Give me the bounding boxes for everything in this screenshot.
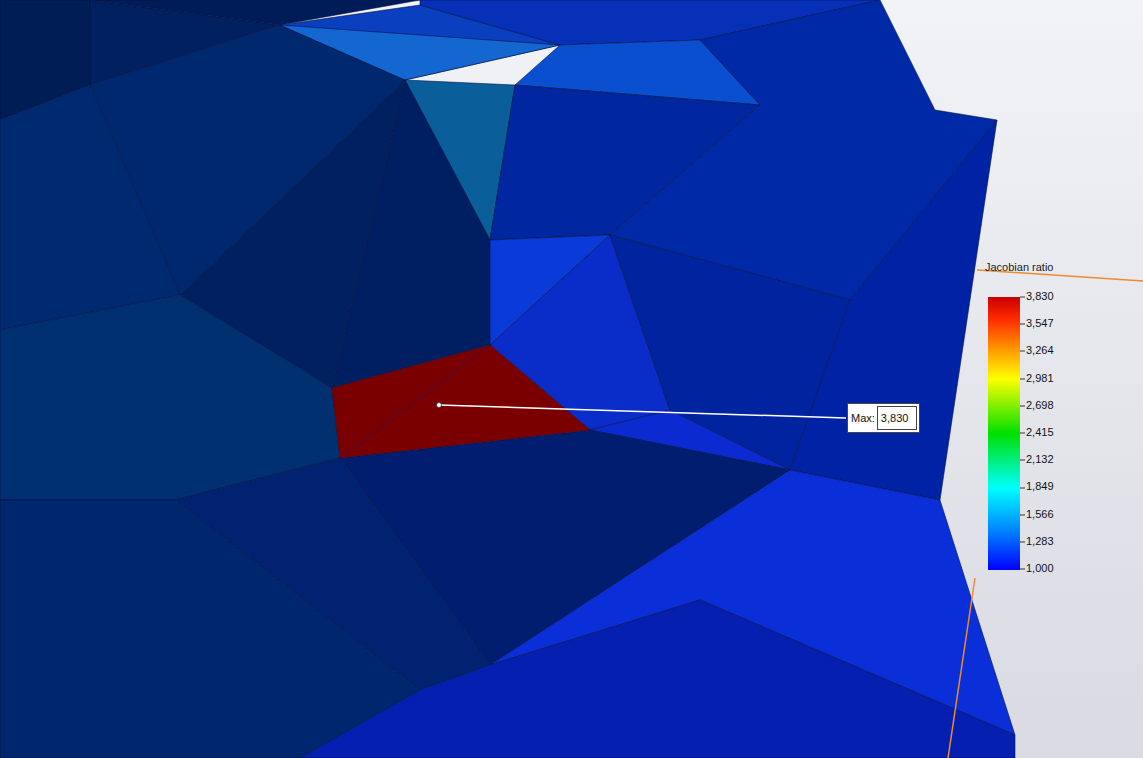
- leader-line: [439, 405, 846, 418]
- scale-value: 2,981: [1026, 372, 1054, 385]
- color-bar: [988, 297, 1020, 570]
- scale-value: 3,264: [1026, 344, 1054, 357]
- callout-value: 3,830: [877, 406, 918, 430]
- scale-value: 3,830: [1026, 290, 1054, 303]
- color-bar-ticks: [1020, 297, 1025, 569]
- scale-value: 2,132: [1026, 453, 1054, 466]
- probe-dot: [437, 403, 442, 408]
- scale-value: 1,566: [1026, 508, 1054, 521]
- scale-value: 1,000: [1026, 562, 1054, 575]
- scale-value: 1,283: [1026, 535, 1054, 548]
- scale-value: 2,698: [1026, 399, 1054, 412]
- mesh-elements: [0, 0, 1015, 758]
- scale-value: 3,547: [1026, 317, 1054, 330]
- scale-value: 1,849: [1026, 480, 1054, 493]
- scale-value: 2,415: [1026, 426, 1054, 439]
- probe-callout: Max:3,830: [847, 403, 920, 433]
- callout-label: Max:: [851, 412, 875, 424]
- legend-title: Jacobian ratio: [985, 261, 1054, 274]
